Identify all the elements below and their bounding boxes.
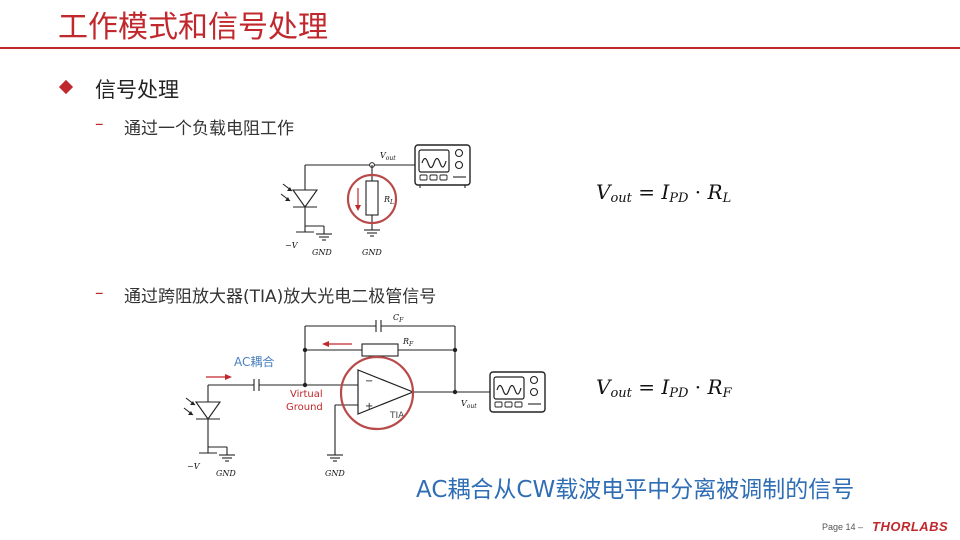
ac-coupling-callout: AC耦合从CW载波电平中分离被调制的信号 [416, 477, 855, 503]
eq2-r: R [707, 375, 723, 399]
equation-load: Vout = IPD · RL [596, 180, 732, 206]
page-number: Page 14 – [822, 522, 864, 532]
eq1-equals: = [631, 180, 662, 204]
dash-bullet-2: – [95, 283, 104, 303]
photodiode-icon [280, 165, 319, 226]
opamp-minus: − [365, 376, 373, 387]
bullet-signal-processing: 信号处理 [95, 78, 179, 102]
c2-gnd1-label: GND [216, 469, 236, 478]
title-divider [0, 47, 960, 49]
sub-bullet-load-resistor: 通过一个负载电阻工作 [124, 119, 294, 139]
photodiode-2-icon [183, 385, 222, 447]
eq2-dot: · [688, 375, 708, 399]
virtual-ground-label-1: Virtual [290, 389, 323, 400]
eq1-v-sub: out [610, 191, 632, 206]
c1-gnd2-label: GND [362, 248, 382, 257]
opamp-icon [357, 369, 415, 415]
oscilloscope-2-icon [489, 371, 546, 413]
eq2-equals: = [631, 375, 662, 399]
c1-rl-label: RL [383, 195, 394, 206]
eq2-r-sub: F [722, 386, 732, 401]
virtual-ground-label-2: Ground [286, 402, 323, 413]
eq1-r-sub: L [722, 191, 732, 206]
sub-bullet-tia: 通过跨阻放大器(TIA)放大光电二极管信号 [124, 287, 437, 307]
cf-label: CF [393, 313, 404, 324]
c1-gnd1-label: GND [312, 248, 332, 257]
eq1-r: R [707, 180, 723, 204]
current-highlight-circle [346, 173, 398, 225]
eq1-i-sub: PD [669, 191, 689, 206]
eq1-i: I [661, 180, 670, 204]
c1-negv-label: −V [285, 241, 299, 250]
c2-negv-label: −V [187, 462, 201, 471]
eq2-v-sub: out [610, 386, 632, 401]
thorlabs-logo: THORLABS [872, 519, 949, 534]
circuit-load-resistor: Vout RL −V GND GND [280, 144, 471, 257]
equation-tia: Vout = IPD · RF [596, 375, 732, 401]
eq2-v: V [596, 375, 611, 399]
eq2-i-sub: PD [669, 386, 689, 401]
c2-gnd2-label: GND [325, 469, 345, 478]
c2-vout-label: Vout [461, 399, 477, 410]
circuit-tia: − + TIA AC耦合 Virtual Ground CF RF Vout −… [183, 313, 546, 478]
ac-coupling-label: AC耦合 [234, 354, 274, 369]
opamp-plus: + [365, 401, 373, 412]
eq1-v: V [596, 180, 611, 204]
rf-label: RF [402, 337, 414, 348]
eq1-dot: · [688, 180, 708, 204]
dash-bullet-1: – [95, 114, 104, 134]
tia-label: TIA [389, 411, 405, 421]
page-title: 工作模式和信号处理 [58, 10, 328, 45]
eq2-i: I [661, 375, 670, 399]
opamp-highlight-circle [339, 355, 415, 431]
c1-vout-label: Vout [380, 151, 396, 162]
oscilloscope-icon [414, 144, 471, 188]
